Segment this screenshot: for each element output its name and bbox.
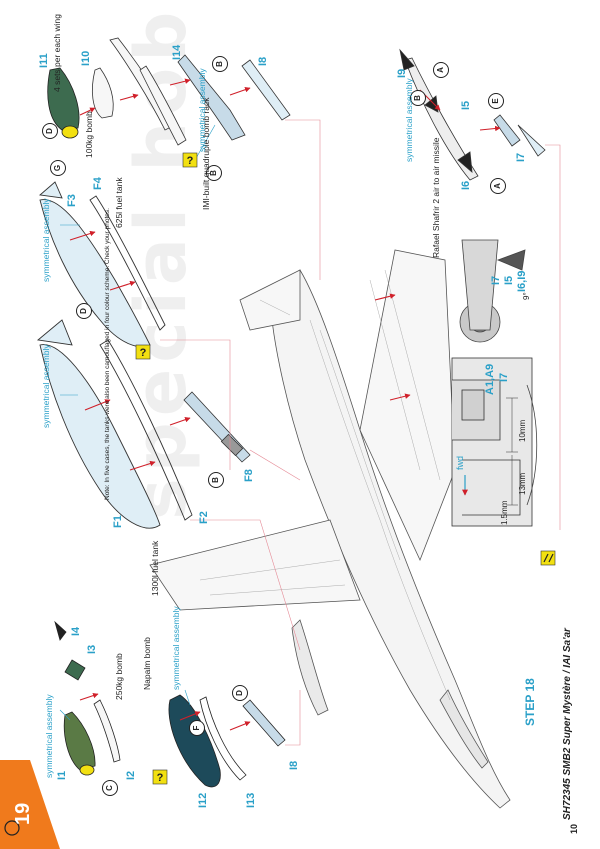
paint-icon-1: ? [182,152,198,168]
sequence-marker: A [433,62,449,78]
caption-shafrir: Rafael Shafrir 2 air to air missile [431,137,441,258]
part-label-i7: I7 [515,152,527,162]
leader-lines [160,119,561,746]
part-label-i10: I10 [80,50,92,66]
part-label-f1: F1 [112,515,124,528]
dimension-1-5mm: 1.5mm [500,500,509,525]
page-tab [0,760,60,849]
symmetrical-label: symmetrical assembly [197,68,207,152]
symmetrical-label: symmetrical assembly [44,694,54,778]
footer-number: 10 [569,823,579,834]
symmetrical-label: symmetrical assembly [171,606,181,690]
part-label-f2: F2 [198,511,210,524]
angle-label: 9° [522,292,531,300]
part-label-i9: I9 [396,68,408,78]
part-label-i13: I13 [245,792,257,808]
part-label-i5-detail: I5 [503,275,515,285]
caption-bomb-rack: IMI-built quadruple bomb rack [201,97,211,210]
sequence-marker: F [189,720,205,736]
sequence-marker: B [212,56,228,72]
dimension-lines [506,397,518,506]
part-label-i4: I4 [70,626,82,636]
part-label-f8: F8 [243,469,255,482]
part-label-f4: F4 [92,177,104,190]
footer-circle [4,820,20,836]
sequence-marker: G [50,160,66,176]
shafrir-missile [399,48,546,181]
part-label-i12: I12 [197,792,209,808]
symmetrical-label: symmetrical assembly [404,78,414,162]
paint-icon-4 [540,550,556,566]
caption-250kg-bomb: 250kg bomb [114,653,124,700]
sequence-marker: D [42,123,58,139]
dimension-10mm: 10mm [518,419,527,442]
dimension-13mm: 13mm [518,472,527,495]
part-label-i14: I14 [171,44,183,60]
part-label-i5: I5 [460,100,472,110]
symmetrical-label: symmetrical assembly [41,198,51,282]
footer-title: SH72345 SMB2 Super Mystère / IAI Sa'ar [562,628,573,820]
fuel-tank-625l [38,181,166,348]
page-number: 19 [12,802,34,825]
svg-text:?: ? [140,347,147,359]
svg-text:?: ? [157,772,164,784]
sequence-marker: B [208,472,224,488]
sequence-marker: E [488,93,504,109]
symmetrical-label: symmetrical assembly [41,344,51,428]
symmetry-lines [59,124,216,721]
detail-inset [451,357,538,527]
caption-625l-tank: 625l fuel tank [114,177,124,228]
part-label-i6-i9: I6,I9 [516,270,528,292]
caption-napalm: Napalm bomb [142,637,152,690]
sequence-marker: C [102,780,118,796]
sequence-marker: D [232,685,248,701]
sequence-marker: D [76,303,92,319]
part-label-i8-lower: I8 [288,760,300,770]
cockpit-detail [459,239,526,343]
pylon-f8 [183,391,251,463]
part-label-i8: I8 [257,56,269,66]
part-label-i6: I6 [460,180,472,190]
fwd-label: fwd [455,455,465,470]
bomb-250kg [54,620,121,776]
part-label-i1: I1 [56,770,68,780]
sequence-marker: A [490,178,506,194]
part-label-i7-detail: I7 [490,275,502,285]
part-label-i2: I2 [125,770,137,780]
part-label-i11: I11 [38,53,50,68]
bomb-rack-i14 [177,54,291,141]
part-label-i3: I3 [86,644,98,654]
aircraft-fuselage [149,249,511,809]
part-label-f3: F3 [66,194,78,207]
part-label-i7-inset: I7 [498,372,510,382]
caption-100kg-bomb: 100kg bomb [84,111,94,158]
panel-lines [199,269,451,701]
step-label: STEP 18 [523,678,537,726]
svg-text:?: ? [187,155,194,167]
paint-icon-2: ? [135,344,151,360]
assembly-arrows [69,78,501,731]
napalm-bomb [168,694,286,788]
bomb-100kg-outline [91,37,187,146]
part-label-a1-a9: A1,A9 [484,363,496,395]
caption-1300l-tank: 1300l fuel tank [150,540,160,596]
caption-i11-sets: 4 sets per each wing [52,14,62,92]
bomb-100kg-dark [47,67,80,139]
fuel-tank-1300l [36,319,193,529]
paint-icon-3: ? [152,769,168,785]
caption-tanks-note: Note: In five cases, the tanks were also… [104,208,111,500]
